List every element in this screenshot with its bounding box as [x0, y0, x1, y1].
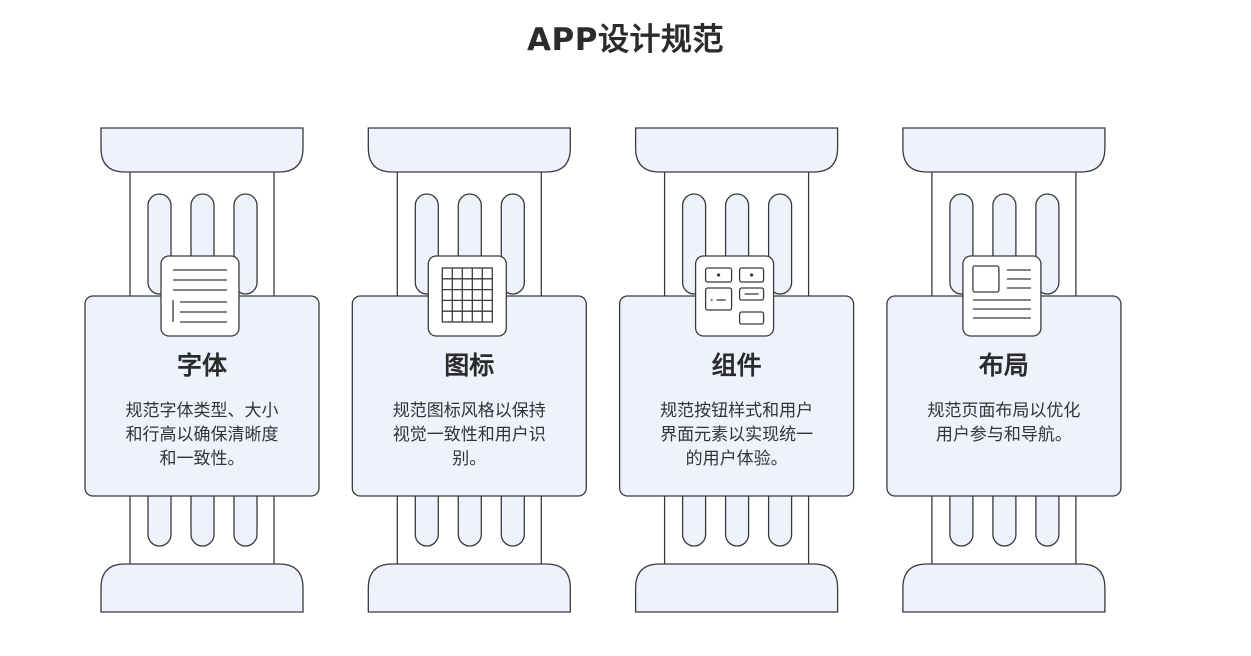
pillar-description: 规范字体类型、大小和行高以确保清晰度和一致性。 — [102, 399, 302, 471]
pillar-title: 图标 — [444, 351, 495, 380]
description-line: 别。 — [452, 449, 487, 469]
pillar-description: 规范页面布局以优化用户参与和导航。 — [904, 399, 1104, 447]
description-line: 用户参与和导航。 — [935, 425, 1072, 445]
page-title: APP设计规范 — [527, 22, 724, 58]
description-line: 规范图标风格以保持 — [392, 401, 546, 421]
pillar-description: 规范按钮样式和用户界面元素以实现统一的用户体验。 — [637, 399, 837, 471]
grid-icon — [427, 255, 507, 337]
pillar-description: 规范图标风格以保持视觉一致性和用户识别。 — [369, 399, 569, 471]
pillar-title: 组件 — [711, 351, 762, 380]
description-line: 界面元素以实现统一 — [660, 425, 814, 445]
pillar-2 — [351, 127, 587, 613]
description-line: 视觉一致性和用户识 — [392, 425, 546, 445]
description-line: 规范页面布局以优化 — [927, 401, 1081, 421]
description-line: 规范字体类型、大小 — [125, 401, 279, 421]
pillar-3 — [618, 127, 855, 613]
layout-icon — [962, 255, 1042, 337]
description-line: 和一致性。 — [159, 449, 245, 469]
components-icon — [694, 255, 775, 337]
pillar-title: 字体 — [176, 351, 227, 380]
pillar-1 — [84, 127, 320, 613]
description-line: 规范按钮样式和用户 — [660, 401, 814, 421]
description-line: 的用户体验。 — [685, 449, 788, 469]
pillar-title: 布局 — [978, 351, 1029, 380]
pillar-4 — [886, 127, 1122, 613]
description-line: 和行高以确保清晰度 — [125, 425, 279, 445]
text-lines-icon — [160, 255, 240, 337]
